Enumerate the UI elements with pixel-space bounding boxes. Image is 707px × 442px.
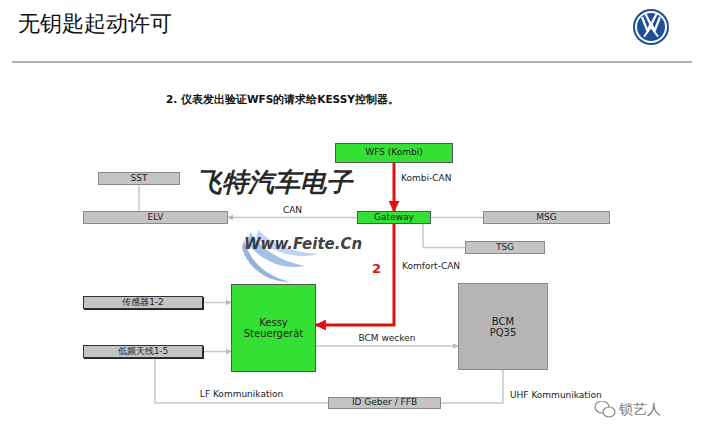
bus-line	[441, 370, 503, 403]
box-label: Kessy Steuergerät	[243, 317, 305, 339]
account-name: 锁艺人	[619, 402, 661, 417]
bus-line	[423, 224, 465, 248]
sensor-box: 传感器1-2	[83, 296, 203, 309]
watermark: Www.Feite.Cn	[244, 236, 362, 253]
ecu-box: WFS (Kombi)	[335, 143, 453, 163]
key-box: ID Geber / FFB	[328, 397, 441, 409]
page-title: 无钥匙起动许可	[18, 9, 172, 39]
callout-number: 2	[372, 262, 381, 276]
watermark: 飞特汽车电子	[196, 168, 352, 197]
ecu-box: ELV	[83, 211, 228, 224]
step-caption: 2. 仪表发出验证WFS的请求给KESSY控制器。	[166, 93, 399, 107]
wechat-icon	[595, 401, 615, 417]
box-label: TSG	[496, 243, 514, 253]
control-unit-box: Kessy Steuergerät	[231, 284, 316, 372]
signal-label: UHF Kommunikation	[508, 391, 604, 401]
ecu-box: MSG	[483, 211, 610, 224]
bus-line	[138, 185, 140, 211]
box-label: ELV	[148, 213, 164, 223]
bus-line	[203, 302, 231, 304]
signal-label: LF Kommunikation	[198, 390, 285, 400]
box-label: Gateway	[374, 213, 414, 223]
antenna-box: 低频天线1-5	[83, 345, 203, 358]
signal-label: BCM wecken	[357, 334, 418, 344]
box-label: BCM PQ35	[483, 316, 523, 338]
ecu-box: SST	[98, 172, 180, 185]
box-label: 低频天线1-5	[118, 347, 169, 357]
box-label: ID Geber / FFB	[352, 398, 417, 408]
box-label: WFS (Kombi)	[365, 148, 422, 158]
signal-label: Kombi-CAN	[399, 174, 453, 184]
gateway-box: Gateway	[357, 211, 431, 224]
request-arrow	[393, 163, 396, 211]
box-label: SST	[131, 174, 148, 184]
bus-line	[228, 217, 357, 219]
ecu-box: TSG	[465, 241, 545, 254]
control-unit-box: BCM PQ35	[458, 283, 548, 370]
vw-logo	[633, 9, 669, 45]
bus-line	[316, 345, 458, 347]
header-rule	[12, 61, 692, 63]
signal-label: Komfort-CAN	[400, 262, 462, 272]
bus-line	[431, 217, 483, 219]
box-label: 传感器1-2	[122, 298, 164, 308]
bus-line	[203, 351, 231, 353]
signal-label: CAN	[281, 206, 304, 216]
box-label: MSG	[536, 213, 556, 223]
